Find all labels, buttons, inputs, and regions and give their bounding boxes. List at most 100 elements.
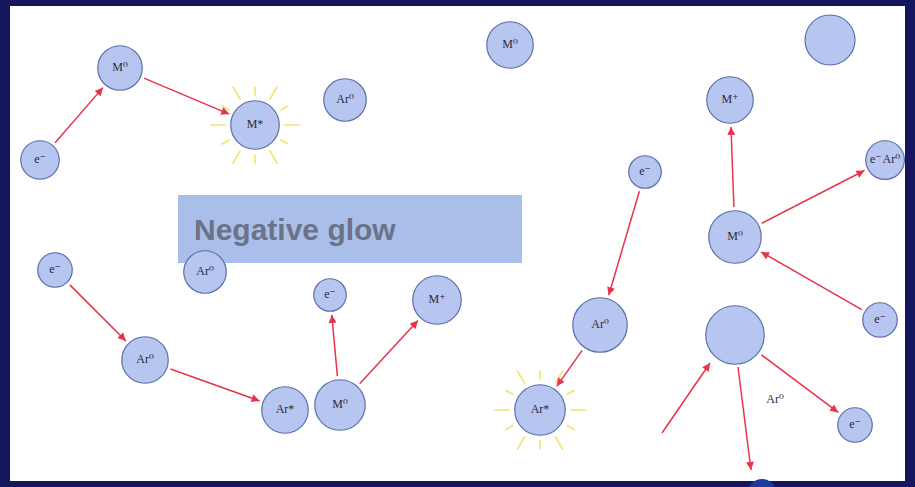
particle-circle [315, 380, 366, 431]
particle-circle [413, 276, 462, 325]
text-group: M⁰ [502, 38, 517, 51]
particle-symbol: M⁰ [112, 61, 127, 74]
reaction-arrow [360, 321, 418, 384]
text-group: e⁻ [639, 165, 651, 178]
reaction-arrow [738, 367, 751, 470]
particle-circle [262, 387, 309, 434]
text-group: M⁰ [727, 230, 742, 243]
particle-symbol: e⁻ [874, 313, 886, 326]
text-group: Ar⁰ [196, 265, 213, 278]
reaction-arrow [761, 355, 838, 413]
particle-symbol: Ar* [531, 403, 550, 416]
text-group: e⁻ [849, 418, 861, 431]
reaction-arrow [557, 350, 582, 386]
particle-symbol: e⁻ [639, 165, 651, 178]
reaction-arrow [731, 127, 734, 207]
reaction-arrow [662, 363, 710, 433]
argon-atom: Ar⁰ [572, 297, 628, 353]
particle-symbol: Ar⁰ [883, 153, 900, 166]
metal-ion: M⁺ [706, 76, 754, 124]
reaction-arrow [55, 88, 103, 143]
particle-circle [705, 305, 765, 365]
electron-particle: e⁻ [20, 140, 60, 180]
glow-rays [211, 87, 299, 163]
metal-atom: M⁰ [486, 21, 534, 69]
particle-circle [122, 337, 169, 384]
electron-particle: e⁻ [628, 155, 662, 189]
particle-symbol: e⁻ [870, 153, 882, 166]
argon-atom: Ar⁰ [323, 78, 367, 122]
reaction-arrow [761, 252, 862, 310]
metal-atom: M⁰ [97, 45, 143, 91]
particle-symbol: M⁺ [721, 93, 738, 106]
particle-circle [184, 251, 227, 294]
region-label-band: Negative glow [178, 195, 522, 263]
text-group: M* [247, 118, 264, 131]
particle-symbol: Ar⁰ [766, 393, 783, 406]
excited-metal-atom: M* [230, 100, 280, 150]
particle-circle [231, 101, 280, 150]
white-panel [10, 6, 905, 481]
argon-particle: Ar⁰ [705, 305, 765, 365]
glow-rays [495, 371, 585, 449]
metal-atom: M⁰ [708, 210, 762, 264]
particle-symbol: e⁻ [849, 418, 861, 431]
electron-particle: e⁻ [837, 407, 873, 443]
particle-symbol: M* [247, 118, 264, 131]
particle-symbol: Ar⁰ [336, 93, 353, 106]
particle-circle [706, 306, 765, 365]
particle-symbol: Ar⁰ [196, 265, 213, 278]
reaction-arrow [170, 369, 259, 401]
electron-particle: e⁻ [37, 252, 73, 288]
excited-argon-atom: Ar* [261, 386, 309, 434]
particle-circle [838, 408, 873, 443]
particle-circle [573, 298, 628, 353]
metal-ion: M⁺ [412, 275, 462, 325]
particle-symbol: Ar⁰ [136, 353, 153, 366]
particle-circle [805, 15, 855, 65]
particle-circle [515, 385, 566, 436]
reaction-arrow [332, 315, 338, 376]
text-group: M⁰ [112, 61, 127, 74]
text-group: e⁻ [324, 288, 336, 301]
reaction-arrow [70, 285, 126, 341]
text-group: M⁺ [428, 293, 445, 306]
particle-circle [707, 77, 754, 124]
particle-circle [21, 141, 60, 180]
text-group: e⁻ [874, 313, 886, 326]
text-group: e⁻Ar⁰ [870, 153, 900, 166]
particle-circle [866, 141, 905, 180]
particle-circle [863, 303, 898, 338]
particle-symbol: e⁻ [324, 288, 336, 301]
particle-symbol: M⁺ [428, 293, 445, 306]
text-group: Ar* [531, 403, 550, 416]
particle-circle [748, 479, 776, 487]
text-group: M⁺ [721, 93, 738, 106]
particle-symbol: Ar* [276, 403, 295, 416]
text-group: Negative glow [194, 213, 396, 246]
electron-particle: e⁻ [862, 302, 898, 338]
text-group: Ar* [276, 403, 295, 416]
particle-symbol: M⁰ [332, 398, 347, 411]
text-group: e⁻ [49, 263, 61, 276]
particle-symbol: M⁰ [727, 230, 742, 243]
reaction-arrow [762, 171, 865, 224]
text-group: Ar⁰ [766, 393, 783, 406]
particle-circle [314, 279, 347, 312]
electron-particle: e⁻Ar⁰ [865, 140, 905, 180]
text-group: Ar⁰ [591, 318, 608, 331]
excited-argon-atom: Ar* [514, 384, 566, 436]
particle-symbol: M⁰ [502, 38, 517, 51]
text-group: M⁰ [332, 398, 347, 411]
text-group: Ar⁰ [336, 93, 353, 106]
particle-symbol: e⁻ [34, 153, 46, 166]
metal-atom: M⁰ [314, 379, 366, 431]
text-group: e⁻ [34, 153, 46, 166]
particle-circle [38, 253, 73, 288]
text-group: Ar⁰ [136, 353, 153, 366]
region-label: Negative glow [194, 213, 396, 246]
electron-particle: e⁻ [313, 278, 347, 312]
particle-circle [709, 211, 762, 264]
particle-circle [324, 79, 367, 122]
